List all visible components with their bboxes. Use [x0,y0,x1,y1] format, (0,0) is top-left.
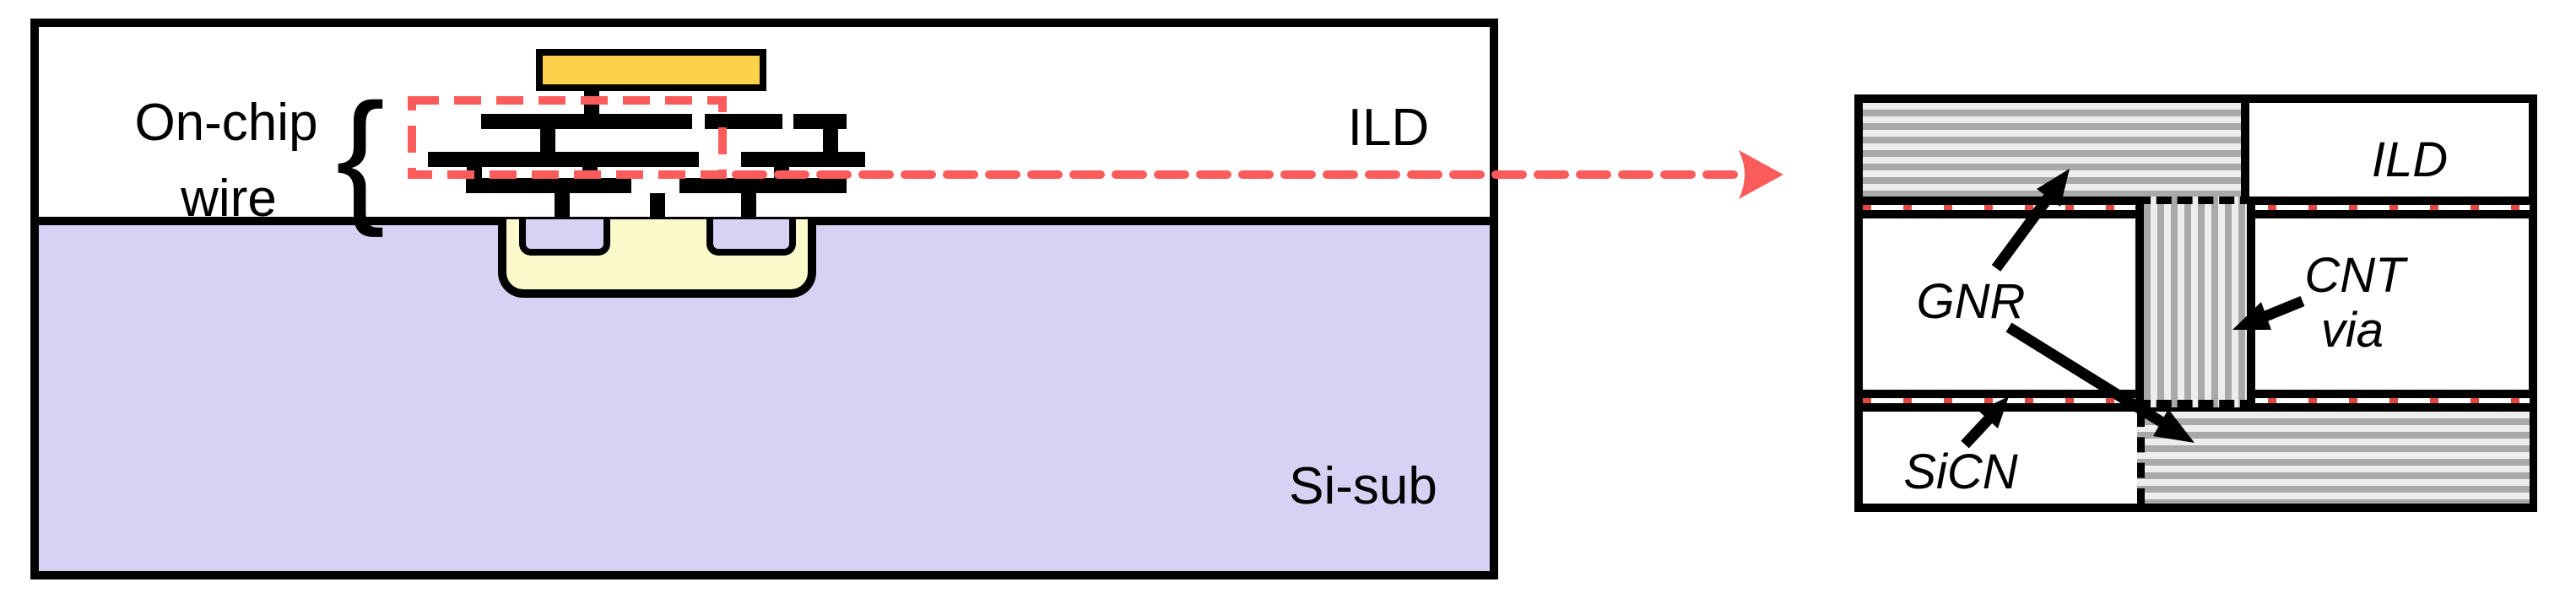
sicn-label: SiCN [1903,445,2018,500]
gnr-arrow-down [2005,322,2166,428]
on-chip-label-line1: On-chip [134,93,318,152]
cnt-via-arrow-head [2232,302,2271,330]
gnr-arrow-up-head [2037,169,2070,207]
wire-bar [481,114,692,129]
gnr-label: GNR [1916,274,2026,330]
ild-label-right: ILD [2371,132,2449,188]
contact-via [741,193,756,219]
wire-bar [793,114,847,129]
cnt-label-line2: via [2320,303,2384,358]
gnr-arrow-up [1991,194,2054,272]
source-region [519,219,610,256]
on-chip-label-line2: wire [181,169,277,228]
wire-via [823,129,838,152]
si-sub-label: Si-sub [1289,456,1437,515]
wire-bar [679,178,847,193]
wire-via [540,129,555,152]
sicn-arrow-head [1978,396,2009,428]
sicn-arrow [1961,415,1993,449]
wire-bar [428,152,699,167]
gate-metal-rect [536,49,766,91]
zoom-arrow-head [1739,150,1783,199]
contact-via [555,193,570,219]
on-chip-wire-brace: { [335,73,386,239]
cnt-via-arrow [2263,295,2305,322]
wire-bar [705,114,782,129]
drain-region [706,219,796,256]
gnr-arrow-down-head [2153,409,2194,443]
wire-bar [466,178,631,193]
wire-bar [741,152,865,167]
zoom-region-dashed-rect [408,96,727,179]
cnt-label-line1: CNT [2304,248,2406,304]
gnr-bottom-wire-block [2137,412,2530,504]
contact-via [650,193,665,219]
cnt-via-block [2135,197,2255,407]
ild-label-left: ILD [1347,98,1430,157]
